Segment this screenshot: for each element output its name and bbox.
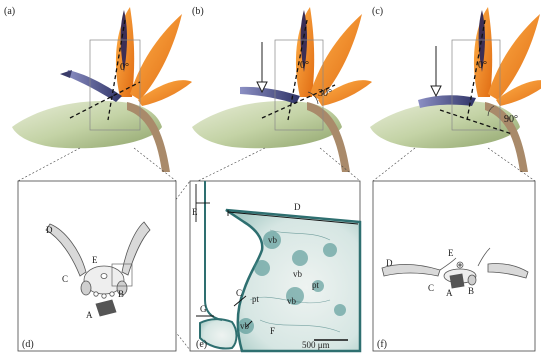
part-a-f: [450, 274, 464, 288]
vb-label-1: vb: [268, 235, 278, 245]
vb-label-2: vb: [293, 269, 303, 279]
pt-label-1: pt: [252, 294, 260, 304]
panel-a: (a) 0°: [4, 6, 192, 172]
part-b-label-d: B: [118, 289, 124, 299]
panel-b: (b) 0° 30°: [192, 6, 372, 172]
angle-a: 0°: [120, 62, 129, 73]
angle-b-side: 30°: [318, 88, 332, 99]
pt-label-2: pt: [312, 280, 320, 290]
part-e-label-e: E: [192, 207, 198, 217]
flower-illustration-b: 0° 30°: [192, 7, 372, 172]
part-e-label-d: E: [92, 255, 98, 265]
panel-a-label: (a): [4, 6, 15, 17]
angle-b-top: 0°: [300, 60, 309, 71]
force-arrow-c: [431, 86, 441, 96]
part-a-label-f: A: [446, 288, 453, 298]
panel-f: D E C A B (f): [373, 181, 535, 351]
part-d-label-f: D: [386, 258, 393, 268]
panel-e: E D C F G vb vb vb vb pt pt 500 μm (e): [190, 181, 360, 351]
part-c-label-f: C: [428, 283, 434, 293]
part-a-label-d: A: [86, 310, 93, 320]
panel-b-label: (b): [192, 6, 204, 17]
panel-f-label: (f): [377, 339, 387, 350]
vb-label-3: vb: [240, 321, 250, 331]
panel-e-label: (e): [196, 339, 207, 350]
part-e-label-f: E: [448, 248, 454, 258]
part-f-label-e: F: [270, 326, 275, 336]
panel-d-frame: [18, 181, 176, 351]
part-d-label-d: D: [46, 225, 53, 235]
flower-illustration-a: 0°: [12, 7, 192, 172]
angle-c-top: 0°: [478, 60, 487, 71]
part-c-label-e: C: [236, 288, 242, 298]
vb-label-4: vb: [287, 296, 297, 306]
panel-c: (c) 0° 90°: [370, 6, 541, 172]
flower-illustration-c: 0° 90°: [370, 7, 541, 172]
panel-c-label: (c): [372, 6, 383, 17]
panel-d: (d) D E C B A: [18, 181, 176, 351]
part-b-label-f: B: [468, 286, 474, 296]
panel-d-label: (d): [22, 339, 34, 350]
part-g-label-e: G: [200, 304, 207, 314]
angle-c-side: 90°: [504, 114, 518, 125]
part-d-label-e: D: [294, 202, 301, 212]
part-c-label-d: C: [62, 274, 68, 284]
scale-label-e: 500 μm: [302, 340, 330, 350]
